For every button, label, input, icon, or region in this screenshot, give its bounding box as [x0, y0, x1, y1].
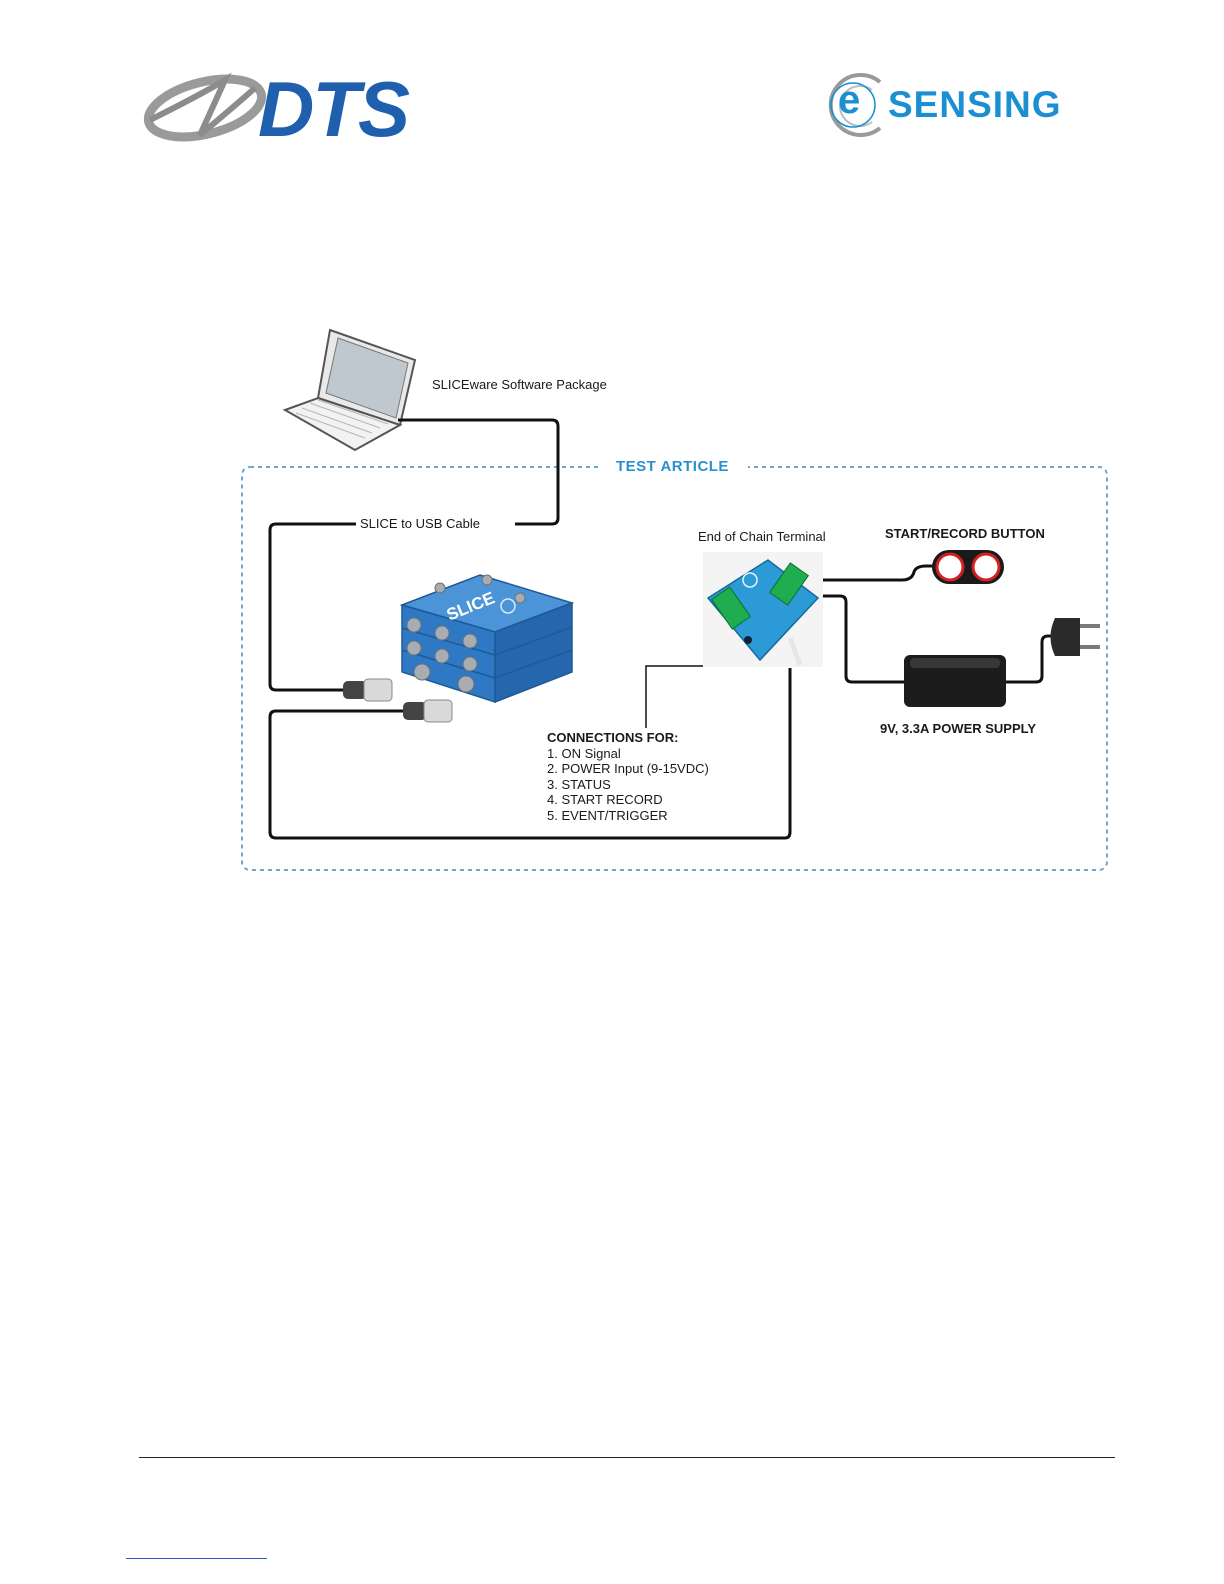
- button-cable-line: [815, 566, 935, 580]
- software-package-label: SLICEware Software Package: [432, 377, 607, 392]
- power-supply-icon: [904, 655, 1006, 707]
- connection-item: 1. ON Signal: [547, 746, 709, 762]
- footer-divider: [139, 1457, 1115, 1458]
- usb-plug-icon: [343, 679, 452, 722]
- power-cable-line: [815, 596, 905, 682]
- power-supply-label: 9V, 3.3A POWER SUPPLY: [880, 721, 1036, 736]
- usb-cable-label: SLICE to USB Cable: [360, 516, 480, 531]
- connection-item: 4. START RECORD: [547, 792, 709, 808]
- connection-item: 2. POWER Input (9-15VDC): [547, 761, 709, 777]
- connection-item: 5. EVENT/TRIGGER: [547, 808, 709, 824]
- start-record-button-label: START/RECORD BUTTON: [885, 526, 1045, 541]
- connections-title: CONNECTIONS FOR:: [547, 730, 709, 746]
- connection-item: 3. STATUS: [547, 777, 709, 793]
- usb-cable-line: [398, 420, 558, 524]
- connections-list: CONNECTIONS FOR: 1. ON Signal 2. POWER I…: [547, 730, 709, 823]
- start-record-button-icon: [932, 550, 1004, 584]
- wall-plug-icon: [1051, 618, 1101, 656]
- eoc-terminal-icon: [703, 552, 823, 667]
- footer-link-underline[interactable]: [126, 1558, 267, 1559]
- laptop-icon: [285, 330, 415, 450]
- test-article-label: TEST ARTICLE: [616, 458, 729, 475]
- eoc-terminal-label: End of Chain Terminal: [698, 529, 826, 544]
